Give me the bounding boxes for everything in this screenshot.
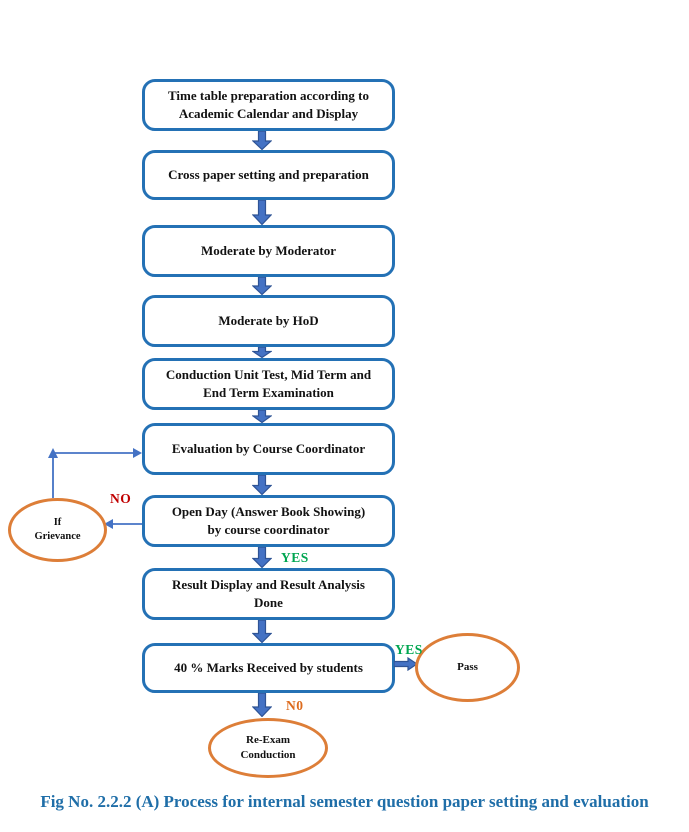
flow-box-label: Cross paper setting and preparation <box>168 166 369 182</box>
flow-box-label: Result Display and Result Analysis Done <box>172 576 365 610</box>
flow-box-label: 40 % Marks Received by students <box>174 659 363 675</box>
flow-box-label: Moderate by Moderator <box>200 242 336 258</box>
terminal-label: If Grievance <box>34 516 81 542</box>
down-arrow-connector-3 <box>252 277 272 295</box>
flow-box-label: Time table preparation according to Acad… <box>167 87 369 121</box>
branch-label-yes-open: YES <box>281 550 309 565</box>
branch-label-yes-pass: YES <box>395 642 423 657</box>
down-arrow-connector-4 <box>252 347 272 358</box>
terminal-label: Re-Exam Conduction <box>240 734 296 761</box>
right-arrowhead-icon <box>133 448 142 458</box>
down-arrow-connector-8 <box>252 620 272 643</box>
right-arrow-to-pass <box>394 657 418 671</box>
flow-box-result-display: Result Display and Result Analysis Done <box>142 568 395 620</box>
down-arrow-connector-9 <box>252 693 272 717</box>
flow-box-label: Open Day (Answer Book Showing) by course… <box>171 503 366 537</box>
down-arrow-connector-5 <box>252 410 272 423</box>
flow-box-cross-paper: Cross paper setting and preparation <box>142 150 395 200</box>
up-arrowhead-icon <box>48 448 58 458</box>
terminal-re-exam: Re-Exam Conduction <box>208 718 328 778</box>
branch-label-no: NO <box>110 491 132 506</box>
terminal-if-grievance: If Grievance <box>8 498 107 562</box>
flow-box-evaluation-coordinator: Evaluation by Course Coordinator <box>142 423 395 475</box>
down-arrow-connector-1 <box>252 131 272 150</box>
down-arrow-connector-2 <box>252 200 272 225</box>
down-arrow-connector-7 <box>252 547 272 568</box>
flow-box-label: Moderate by HoD <box>218 312 319 328</box>
flow-box-label: Evaluation by Course Coordinator <box>171 440 366 456</box>
terminal-label: Pass <box>457 661 478 674</box>
terminal-pass: Pass <box>415 633 520 702</box>
flow-box-open-day: Open Day (Answer Book Showing) by course… <box>142 495 395 547</box>
flow-box-moderate-hod: Moderate by HoD <box>142 295 395 347</box>
flow-box-conduction-exams: Conduction Unit Test, Mid Term and End T… <box>142 358 395 410</box>
figure-caption: Fig No. 2.2.2 (A) Process for internal s… <box>40 792 649 811</box>
flow-box-marks-received: 40 % Marks Received by students <box>142 643 395 693</box>
flow-box-timetable: Time table preparation according to Acad… <box>142 79 395 131</box>
branch-label-n0: N0 <box>286 698 304 713</box>
flow-box-label: Conduction Unit Test, Mid Term and End T… <box>165 366 372 400</box>
flow-box-moderate-moderator: Moderate by Moderator <box>142 225 395 277</box>
down-arrow-connector-6 <box>252 475 272 495</box>
